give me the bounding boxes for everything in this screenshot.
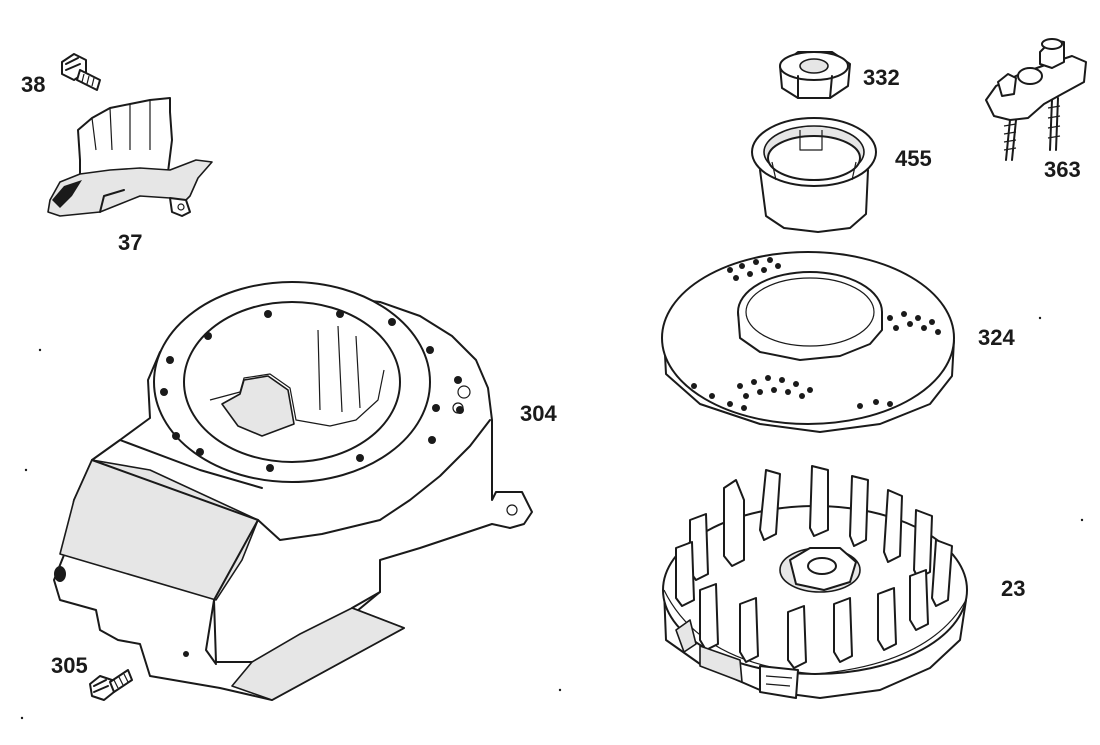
callout-324: 324 — [978, 325, 1015, 350]
callout-37: 37 — [118, 230, 143, 255]
callout-305: 305 — [51, 653, 88, 678]
callout-304: 304 — [520, 401, 557, 426]
screw-38-drawing — [61, 53, 101, 91]
air-guide-37-drawing — [47, 97, 213, 217]
scan-specks — [20, 316, 1084, 720]
flywheel-23-drawing — [662, 465, 968, 699]
blower-housing-304-drawing — [53, 281, 533, 701]
callout-332: 332 — [863, 65, 900, 90]
nut-332-drawing — [779, 51, 851, 99]
callout-23: 23 — [1001, 576, 1026, 601]
callout-455: 455 — [895, 146, 932, 171]
callout-363: 363 — [1044, 157, 1081, 182]
cup-455-drawing — [751, 117, 877, 233]
callout-38: 38 — [21, 72, 46, 97]
screen-324-drawing — [661, 251, 955, 433]
ignition-assembly-363-drawing — [985, 38, 1087, 161]
screw-305-drawing — [89, 669, 133, 701]
